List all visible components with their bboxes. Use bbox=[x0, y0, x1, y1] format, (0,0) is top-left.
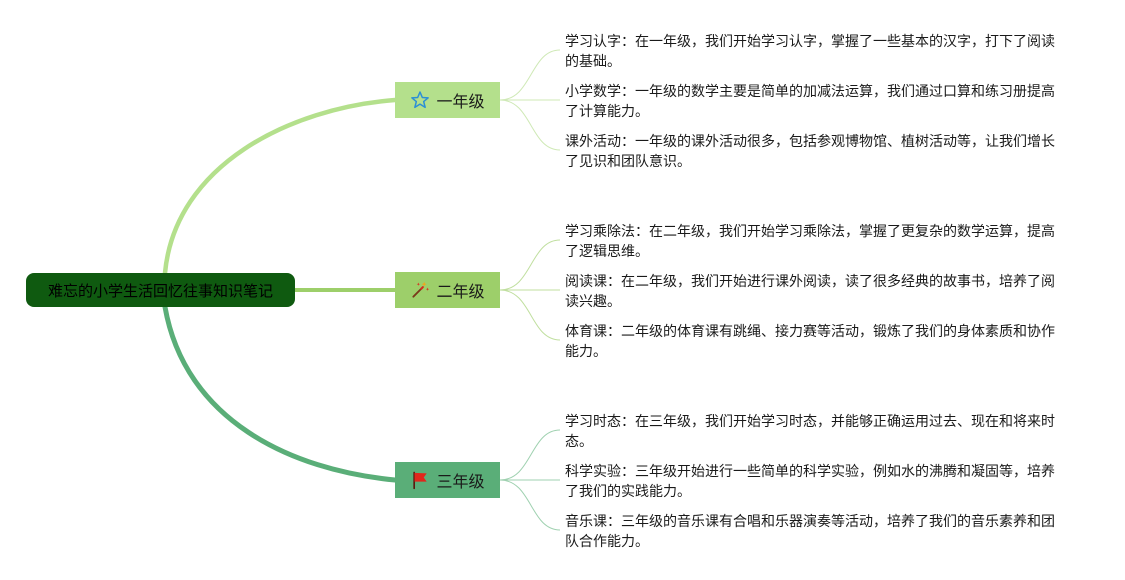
root-topic-label: 难忘的小学生活回忆往事知识笔记 bbox=[47, 281, 273, 300]
branch-grade-1-label: 一年级 bbox=[436, 92, 485, 111]
connector-b1-leaf-3 bbox=[499, 99, 561, 151]
red-flag-icon bbox=[410, 470, 430, 490]
leaf-grade-1-literacy[interactable]: 学习认字：在一年级，我们开始学习认字，掌握了一些基本的汉字，打下了阅读的基础。 bbox=[565, 34, 1055, 70]
root-topic[interactable]: 难忘的小学生活回忆往事知识笔记 bbox=[26, 273, 295, 307]
leaf-grade-3-science[interactable]: 科学实验：三年级开始进行一些简单的科学实验，例如水的沸腾和凝固等，培养了我们的实… bbox=[565, 464, 1055, 500]
branch-grade-2-label: 二年级 bbox=[436, 282, 485, 301]
connector-root-branch-3 bbox=[162, 304, 398, 483]
leaf-grade-1-activities[interactable]: 课外活动：一年级的课外活动很多，包括参观博物馆、植树活动等，让我们增长了见识和团… bbox=[565, 134, 1055, 170]
branch-grade-1[interactable]: 一年级 bbox=[395, 82, 500, 118]
star-icon bbox=[410, 90, 430, 110]
connector-b2-leaf-1 bbox=[499, 239, 561, 291]
leaf-grade-1-math[interactable]: 小学数学：一年级的数学主要是简单的加减法运算，我们通过口算和练习册提高了计算能力… bbox=[565, 84, 1055, 120]
connector-b3-leaf-1 bbox=[499, 429, 561, 481]
leaf-grade-2-pe[interactable]: 体育课：二年级的体育课有跳绳、接力赛等活动，锻炼了我们的身体素质和协作能力。 bbox=[565, 324, 1055, 360]
magic-wand-icon bbox=[410, 280, 430, 300]
leaf-grade-3-tenses[interactable]: 学习时态：在三年级，我们开始学习时态，并能够正确运用过去、现在和将来时态。 bbox=[565, 414, 1055, 450]
connector-b2-leaf-3 bbox=[499, 289, 561, 341]
leaf-grade-2-reading[interactable]: 阅读课：在二年级，我们开始进行课外阅读，读了很多经典的故事书，培养了阅读兴趣。 bbox=[565, 274, 1055, 310]
connector-b3-leaf-3 bbox=[499, 479, 561, 531]
branch-grade-3-label: 三年级 bbox=[436, 472, 485, 491]
connector-root-branch-1 bbox=[162, 97, 398, 276]
leaf-grade-2-multiplication[interactable]: 学习乘除法：在二年级，我们开始学习乘除法，掌握了更复杂的数学运算，提高了逻辑思维… bbox=[565, 224, 1055, 260]
branch-grade-3[interactable]: 三年级 bbox=[395, 462, 500, 498]
leaf-grade-3-music[interactable]: 音乐课：三年级的音乐课有合唱和乐器演奏等活动，培养了我们的音乐素养和团队合作能力… bbox=[565, 514, 1055, 550]
branch-grade-2[interactable]: 二年级 bbox=[395, 272, 500, 308]
connector-b1-leaf-1 bbox=[499, 49, 561, 101]
